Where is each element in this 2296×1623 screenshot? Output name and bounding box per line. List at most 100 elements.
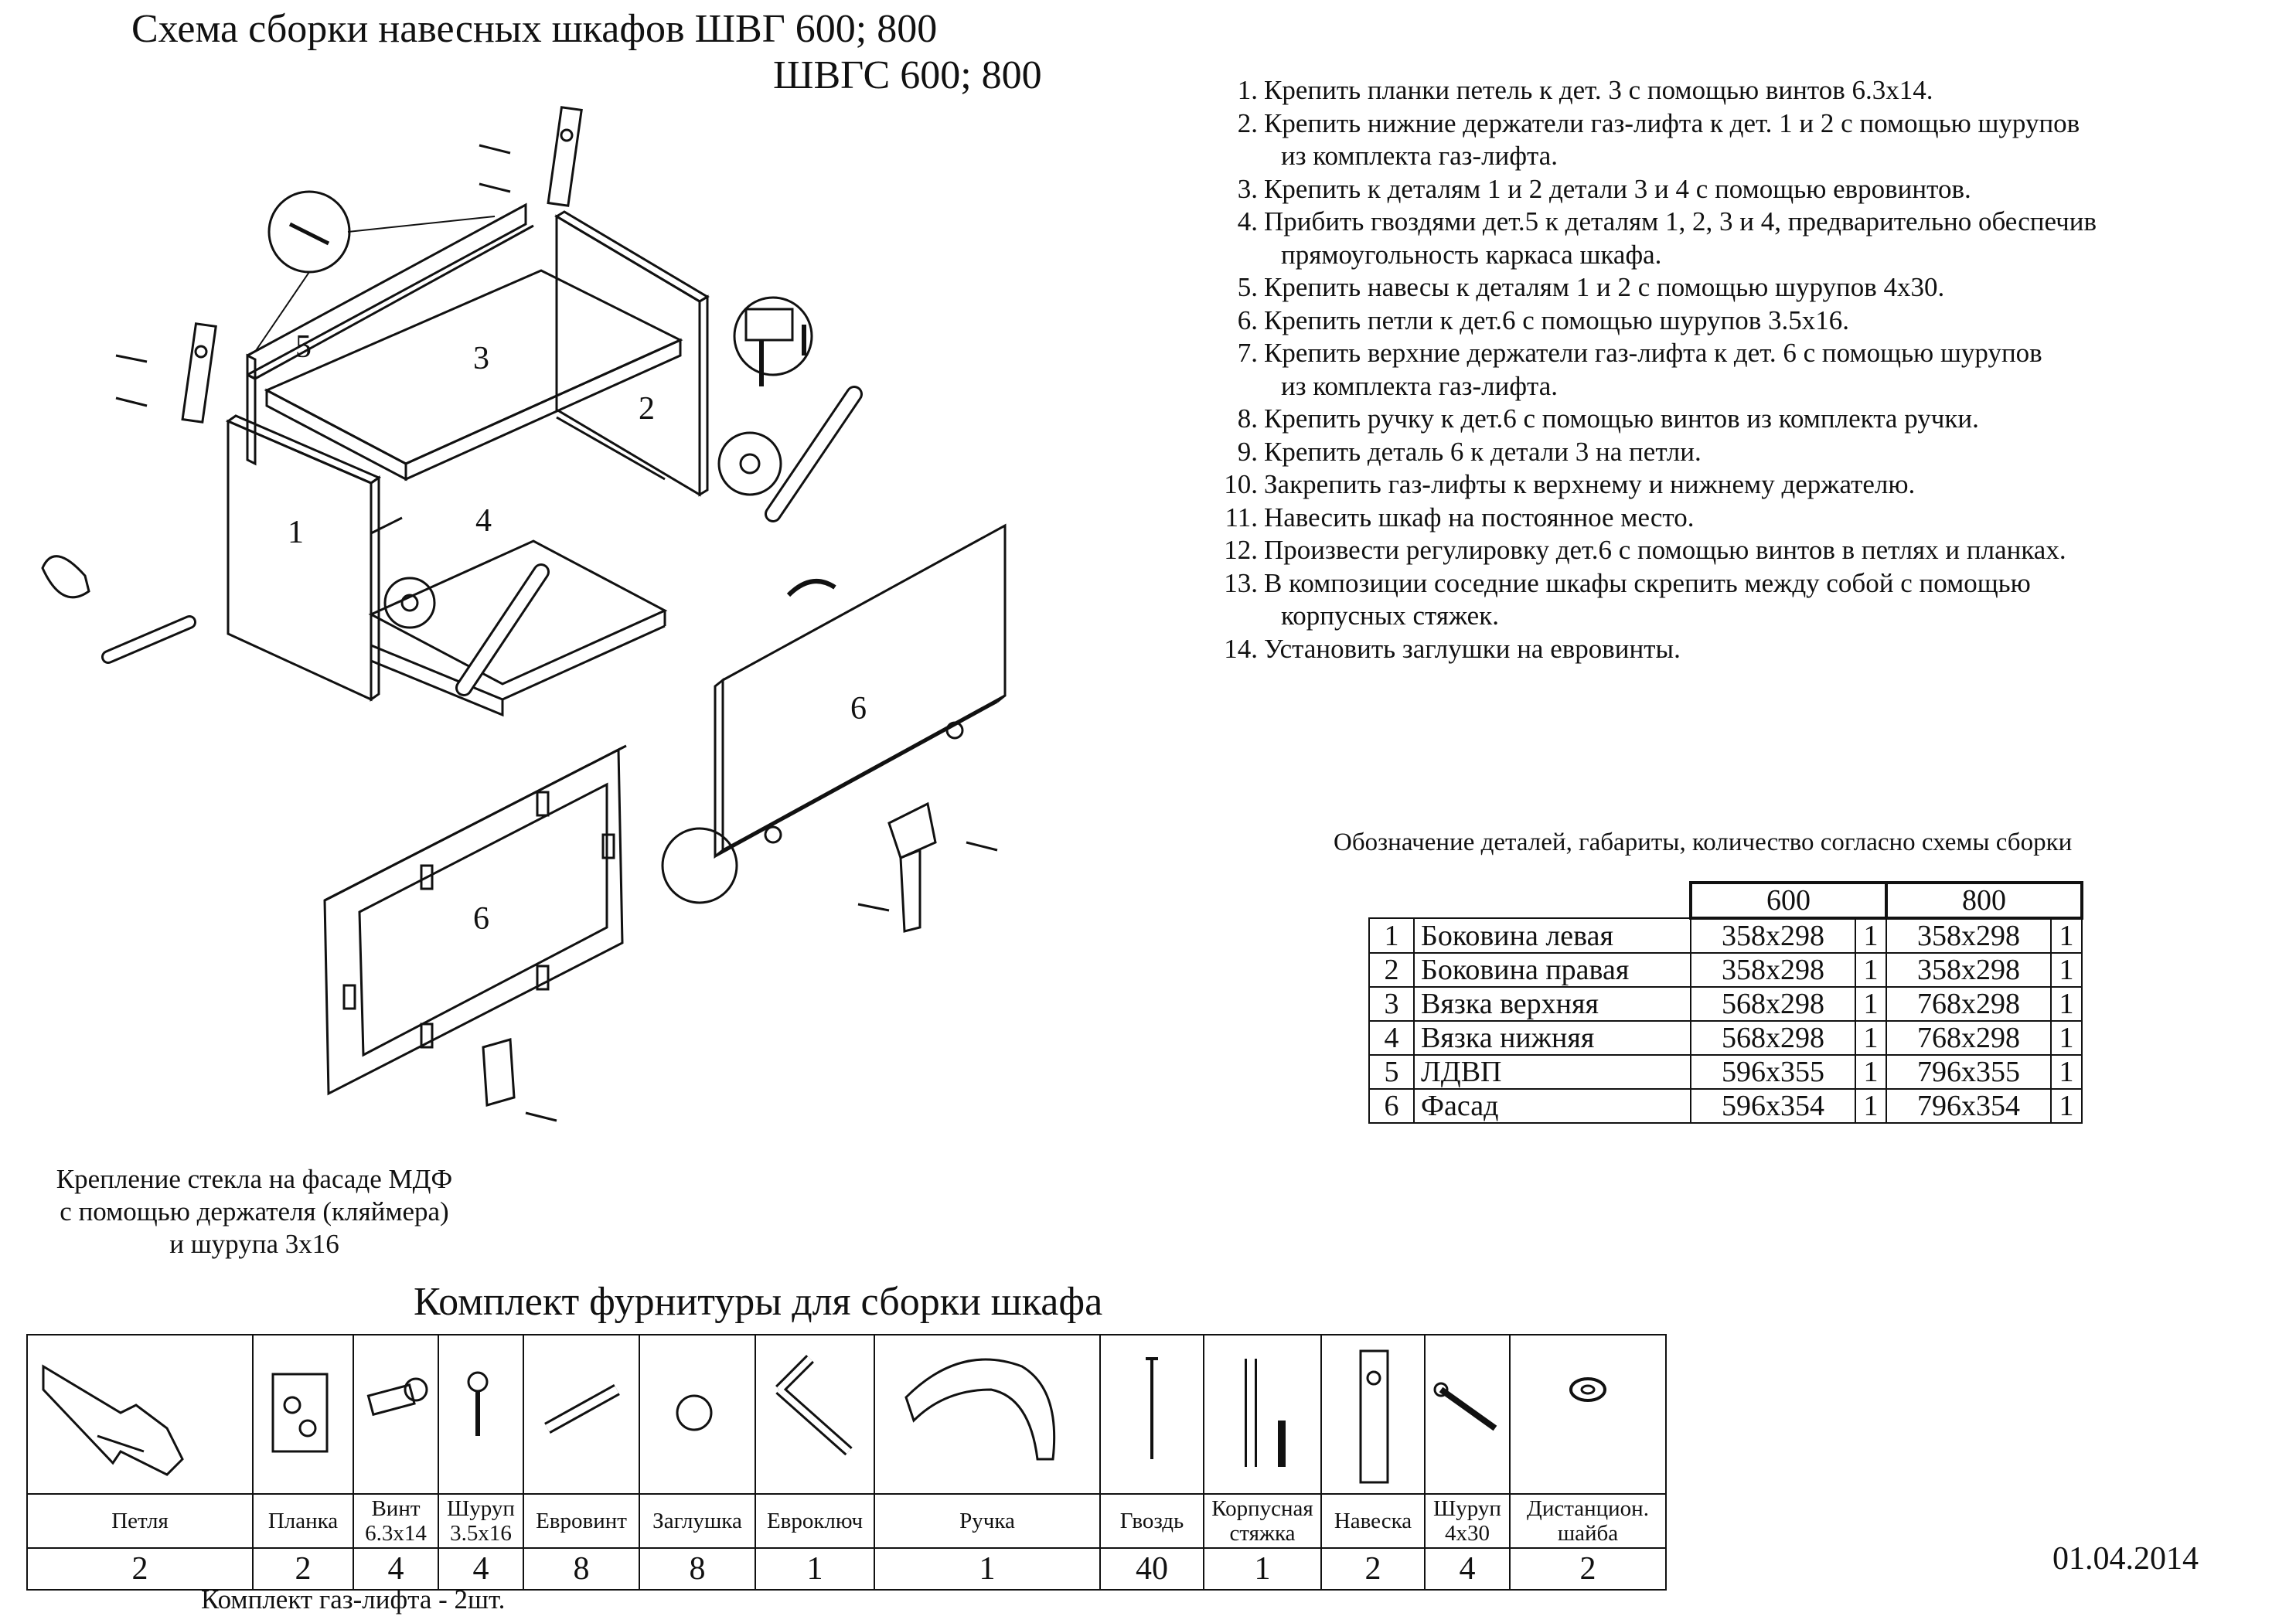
kit-item-name-line: Дистанцион. <box>1527 1496 1649 1521</box>
step-text-continued: из комплекта газ-лифта. <box>1281 370 1558 401</box>
handle-icon <box>904 1358 1056 1461</box>
assembly-step: 14.Установить заглушки на евровинты. <box>1210 633 2277 666</box>
euroscrew-icon <box>544 1384 620 1434</box>
step-number: 4. <box>1237 206 1258 236</box>
kit-item-name-line: 6.3х14 <box>365 1521 427 1546</box>
kit-item-name: Гвоздь <box>1099 1493 1204 1549</box>
page-subtitle: ШВГС 600; 800 <box>773 53 1042 97</box>
cell-q600: 1 <box>1855 986 1887 1022</box>
cell-q800: 1 <box>2050 986 2083 1022</box>
kit-icon-cell <box>438 1334 524 1495</box>
label-part-4: 4 <box>475 503 492 539</box>
kit-item-qty: 8 <box>523 1547 640 1591</box>
kit-item-name: Навеска <box>1320 1493 1426 1549</box>
step-number: 13. <box>1224 567 1258 598</box>
step-text: Крепить к деталям 1 и 2 детали 3 и 4 с п… <box>1264 173 1971 204</box>
gaslift-note: Комплект газ-лифта - 2шт. <box>201 1584 506 1614</box>
cell-name: Боковина левая <box>1413 917 1691 954</box>
glass-mount-caption: Крепление стекла на фасаде МДФ с помощью… <box>11 1163 498 1261</box>
cell-d800: 768x298 <box>1886 1020 2052 1056</box>
cell-n: 3 <box>1368 986 1415 1022</box>
kit-icon-cell <box>1424 1334 1511 1495</box>
kit-item-name-line: Петля <box>111 1509 169 1533</box>
kit-item-name-line: Евроключ <box>766 1509 864 1533</box>
assembly-step: 9.Крепить деталь 6 к детали 3 на петли. <box>1210 436 2277 469</box>
kit-item-name-line: стяжка <box>1229 1521 1296 1546</box>
kit-item-qty: 40 <box>1099 1547 1204 1591</box>
step-text: Установить заглушки на евровинты. <box>1264 633 1681 664</box>
cell-d600: 568x298 <box>1690 986 1856 1022</box>
kit-item-name: Петля <box>26 1493 254 1549</box>
size-header-800: 800 <box>1885 881 2083 920</box>
step-text: Крепить нижние держатели газ-лифта к дет… <box>1264 107 2080 138</box>
assembly-step: 11.Навесить шкаф на постоянное место. <box>1210 502 2277 535</box>
kit-icon-cell <box>252 1334 354 1495</box>
kit-item-name: Заглушка <box>639 1493 756 1549</box>
assembly-step: 8.Крепить ручку к дет.6 с помощью винтов… <box>1210 403 2277 436</box>
step-text: Крепить навесы к деталям 1 и 2 с помощью… <box>1264 272 1945 302</box>
kit-item-name-line: Навеска <box>1334 1509 1412 1533</box>
cell-q800: 1 <box>2050 917 2083 954</box>
screw-icon <box>115 144 998 1122</box>
kit-item-qty: 1 <box>755 1547 875 1591</box>
kit-item-name-line: Шуруп <box>447 1496 515 1521</box>
hanger-left <box>181 322 217 424</box>
kit-item-name-line: Гвоздь <box>1119 1509 1184 1533</box>
kit-icon-cell <box>639 1334 756 1495</box>
kit-item-qty: 8 <box>639 1547 756 1591</box>
page-title: Схема сборки навесных шкафов ШВГ 600; 80… <box>131 7 938 51</box>
cell-n: 1 <box>1368 917 1415 954</box>
kit-item-name-line: Шуруп <box>1433 1496 1501 1521</box>
kit-item-qty: 1 <box>874 1547 1101 1591</box>
step-text-continued: прямоугольность каркаса шкафа. <box>1281 239 1662 270</box>
step-text: Произвести регулировку дет.6 с помощью в… <box>1264 535 2066 565</box>
step-text: Крепить ручку к дет.6 с помощью винтов и… <box>1264 403 1979 434</box>
assembly-step: 4.Прибить гвоздями дет.5 к деталям 1, 2,… <box>1210 206 2277 271</box>
step-text: Крепить верхние держатели газ-лифта к де… <box>1264 338 2042 368</box>
cell-n: 4 <box>1368 1020 1415 1056</box>
step-number: 3. <box>1237 173 1258 204</box>
kit-item-name-line: Корпусная <box>1211 1496 1313 1521</box>
kit-item-qty: 4 <box>353 1547 439 1591</box>
step-text: Прибить гвоздями дет.5 к деталям 1, 2, 3… <box>1264 206 2097 236</box>
kit-title: Комплект фурнитуры для сборки шкафа <box>414 1280 1103 1324</box>
connector-icon <box>1245 1359 1286 1467</box>
cell-q800: 1 <box>2050 1088 2083 1124</box>
label-part-5: 5 <box>295 329 312 365</box>
step-text: Закрепить газ-лифты к верхнему и нижнему… <box>1264 469 1916 499</box>
cell-d800: 768x298 <box>1886 986 2052 1022</box>
cell-n: 5 <box>1368 1054 1415 1090</box>
cell-d600: 358x298 <box>1690 917 1856 954</box>
label-part-6-back: 6 <box>850 691 867 726</box>
step-number: 9. <box>1237 436 1258 467</box>
step-number: 7. <box>1237 338 1258 368</box>
bolt-icon <box>366 1377 428 1417</box>
cell-name: Вязка верхняя <box>1413 986 1691 1022</box>
step-text: В композиции соседние шкафы скрепить меж… <box>1264 567 2031 598</box>
cell-d600: 568x298 <box>1690 1020 1856 1056</box>
kit-item-qty: 4 <box>1424 1547 1511 1591</box>
step-number: 6. <box>1237 305 1258 335</box>
cell-q800: 1 <box>2050 1054 2083 1090</box>
glass-caption-line: и шурупа 3х16 <box>169 1229 339 1259</box>
kit-item-qty: 1 <box>1203 1547 1322 1591</box>
glass-caption-line: Крепление стекла на фасаде МДФ <box>56 1164 453 1194</box>
cell-q600: 1 <box>1855 1020 1887 1056</box>
kit-icon-cell <box>1320 1334 1426 1495</box>
cell-d800: 796x355 <box>1886 1054 2052 1090</box>
step-number: 11. <box>1225 502 1258 532</box>
kit-icon-cell <box>874 1334 1101 1495</box>
step-text-continued: из комплекта газ-лифта. <box>1281 141 1558 171</box>
kit-item-qty: 2 <box>26 1547 254 1591</box>
assembly-step: 6.Крепить петли к дет.6 с помощью шурупо… <box>1210 305 2277 338</box>
kit-icon-cell <box>1099 1334 1204 1495</box>
kit-icon-cell <box>1203 1334 1322 1495</box>
cell-d800: 358x298 <box>1886 952 2052 988</box>
